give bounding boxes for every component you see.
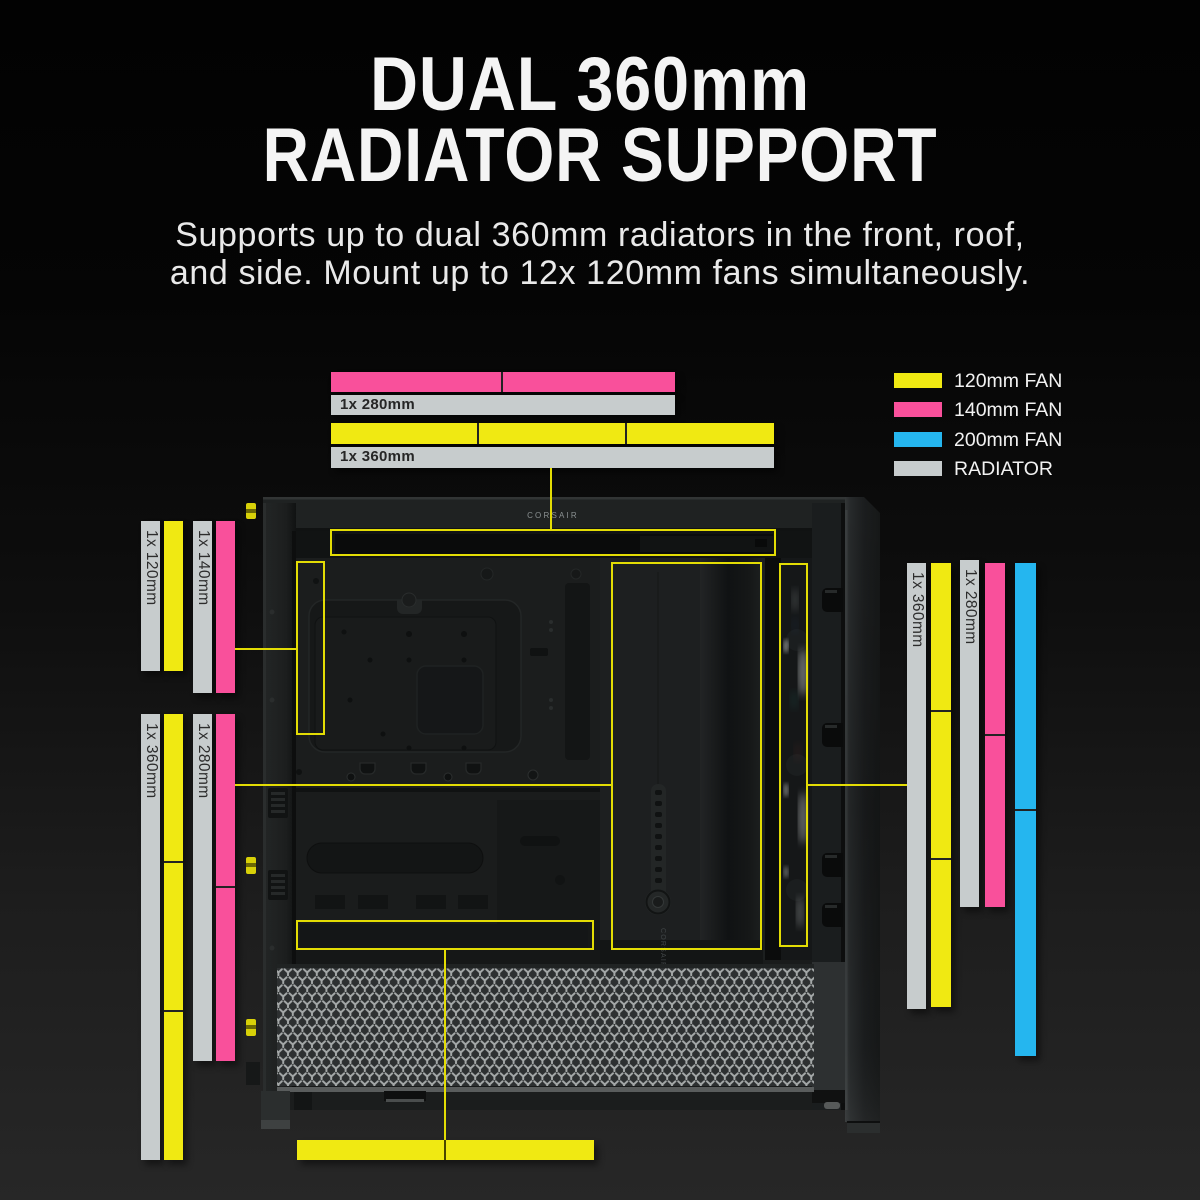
svg-text:CORSAIR: CORSAIR [527,511,579,520]
